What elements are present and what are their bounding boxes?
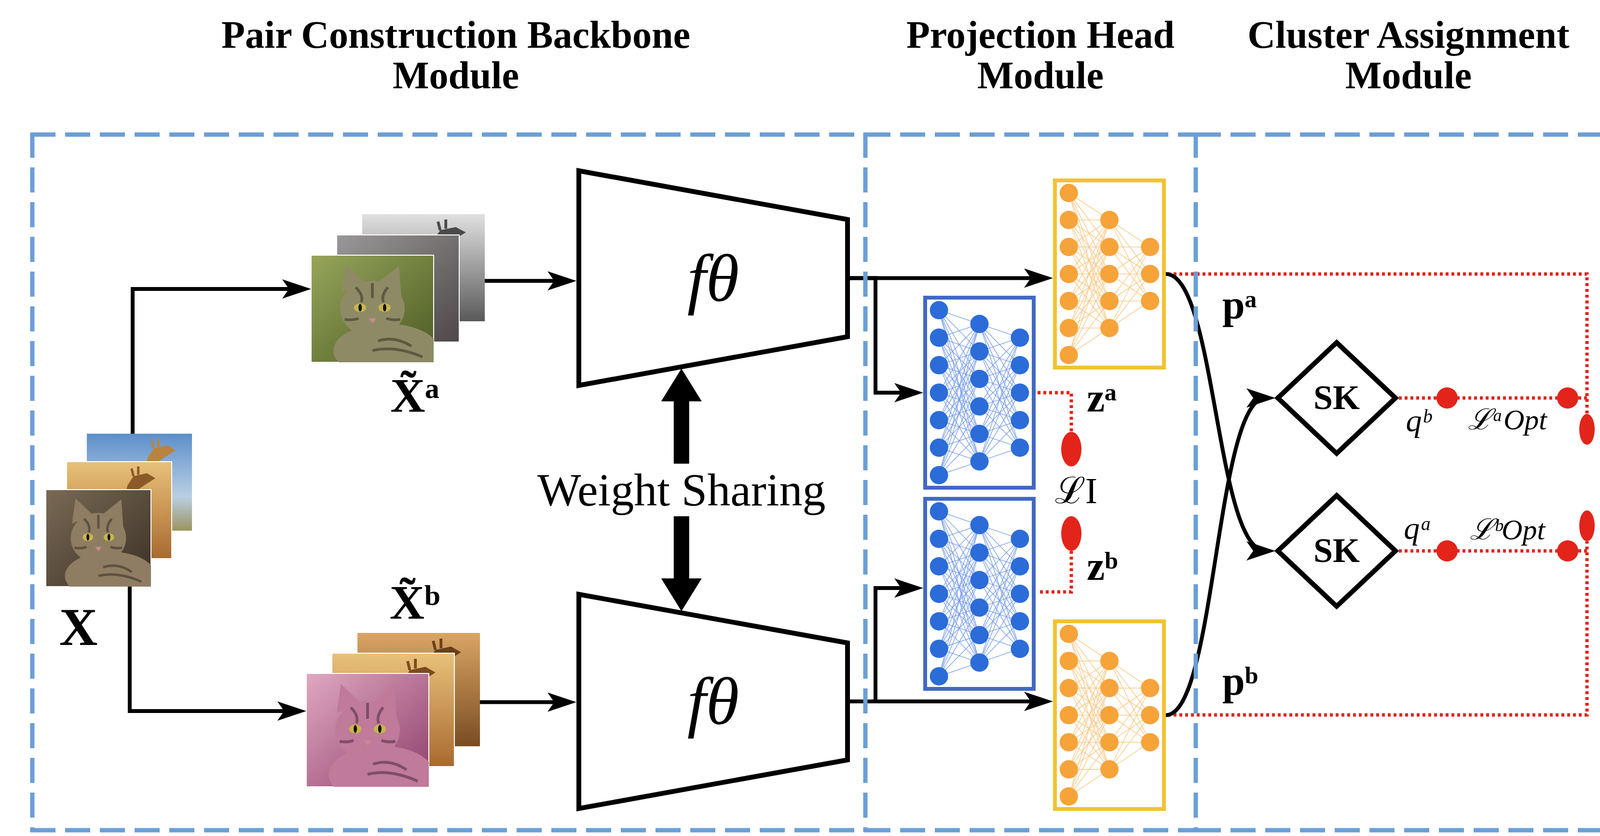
sinkhorn-diamond: SK — [1275, 340, 1398, 456]
flow-arrow — [1165, 397, 1266, 716]
edge-label: Weight Sharing — [531, 463, 832, 517]
flow-arrow — [849, 278, 914, 394]
mlp-head-outline — [923, 496, 1036, 691]
augmented-stack-a — [311, 214, 485, 378]
output-symbol: zᵇ — [1086, 544, 1119, 589]
mlp-neurons — [929, 502, 1030, 686]
mlp-neurons — [1059, 624, 1160, 806]
encoder-symbol: fθ — [687, 241, 740, 316]
cat — [65, 498, 156, 601]
cat — [328, 683, 435, 803]
flow-arrow — [849, 699, 1044, 704]
sinkhorn-diamond: SK — [1275, 492, 1398, 609]
mlp-weights — [1068, 633, 1150, 797]
mlp-head: pᵇ — [1052, 619, 1166, 811]
mlp-frame — [1054, 180, 1164, 368]
mlp-weights — [1068, 192, 1150, 356]
flow-arrow — [132, 288, 302, 434]
mlp-neurons — [929, 300, 1030, 485]
mlp-weights — [939, 511, 1021, 677]
flow-arrow — [479, 700, 567, 705]
image-stack: X — [45, 433, 192, 587]
encoder-trapezoid: fθ — [576, 168, 850, 388]
loss-symbol: ℒᵃOpt — [1465, 403, 1549, 436]
flow-arrow — [849, 276, 1044, 281]
view-symbol: X̃ᵇ — [389, 575, 441, 630]
mlp-frame — [1054, 621, 1164, 809]
sinkhorn-symbol: SK — [1313, 531, 1360, 570]
mlp-head: pᵃ — [1052, 178, 1166, 370]
module-region: Cluster Assignment ModuleSKSK — [1195, 132, 1600, 833]
augmented-stack-b — [306, 632, 480, 803]
mlp-weights — [939, 310, 1021, 476]
mlp-head: zᵃ — [923, 295, 1036, 490]
module-heading: Projection Head Module — [886, 14, 1195, 96]
output-symbol: pᵇ — [1222, 658, 1259, 704]
image-stack: X̃ᵇ — [306, 632, 480, 787]
loss-symbol: ℒI — [1052, 470, 1100, 512]
loss-symbol: ℒᵇOpt — [1467, 513, 1547, 546]
sinkhorn-symbol: SK — [1313, 378, 1360, 417]
mlp-head-outline — [1052, 619, 1166, 811]
input-image-stack — [45, 433, 192, 601]
cat — [333, 264, 439, 378]
output-symbol: zᵃ — [1086, 375, 1117, 421]
module-heading: Cluster Assignment Module — [1225, 14, 1592, 96]
output-symbol: pᵃ — [1222, 282, 1257, 328]
module-heading: Pair Construction Backbone Module — [200, 14, 712, 96]
flow-arrow — [849, 588, 914, 702]
encoder-symbol: fθ — [687, 664, 740, 739]
flow-arrow — [484, 278, 567, 283]
mlp-frame — [925, 297, 1034, 488]
mlp-frame — [925, 498, 1034, 689]
view-symbol: X̃ᵃ — [390, 369, 439, 423]
mlp-head-outline — [923, 295, 1036, 490]
module-region-outline — [1195, 132, 1600, 833]
module-region: Projection Head Modulepᵃzᵃzᵇpᵇ — [865, 132, 1196, 833]
mlp-head-outline — [1052, 178, 1166, 370]
code-symbol: qᵇ — [1404, 403, 1433, 439]
input-symbol: X — [59, 598, 98, 657]
code-symbol: qᵃ — [1401, 510, 1435, 547]
flow-arrow — [129, 586, 297, 712]
mlp-neurons — [1059, 183, 1160, 365]
mlp-head: zᵇ — [923, 496, 1036, 691]
encoder-trapezoid: fθ — [576, 591, 850, 811]
image-stack: X̃ᵃ — [311, 214, 485, 363]
